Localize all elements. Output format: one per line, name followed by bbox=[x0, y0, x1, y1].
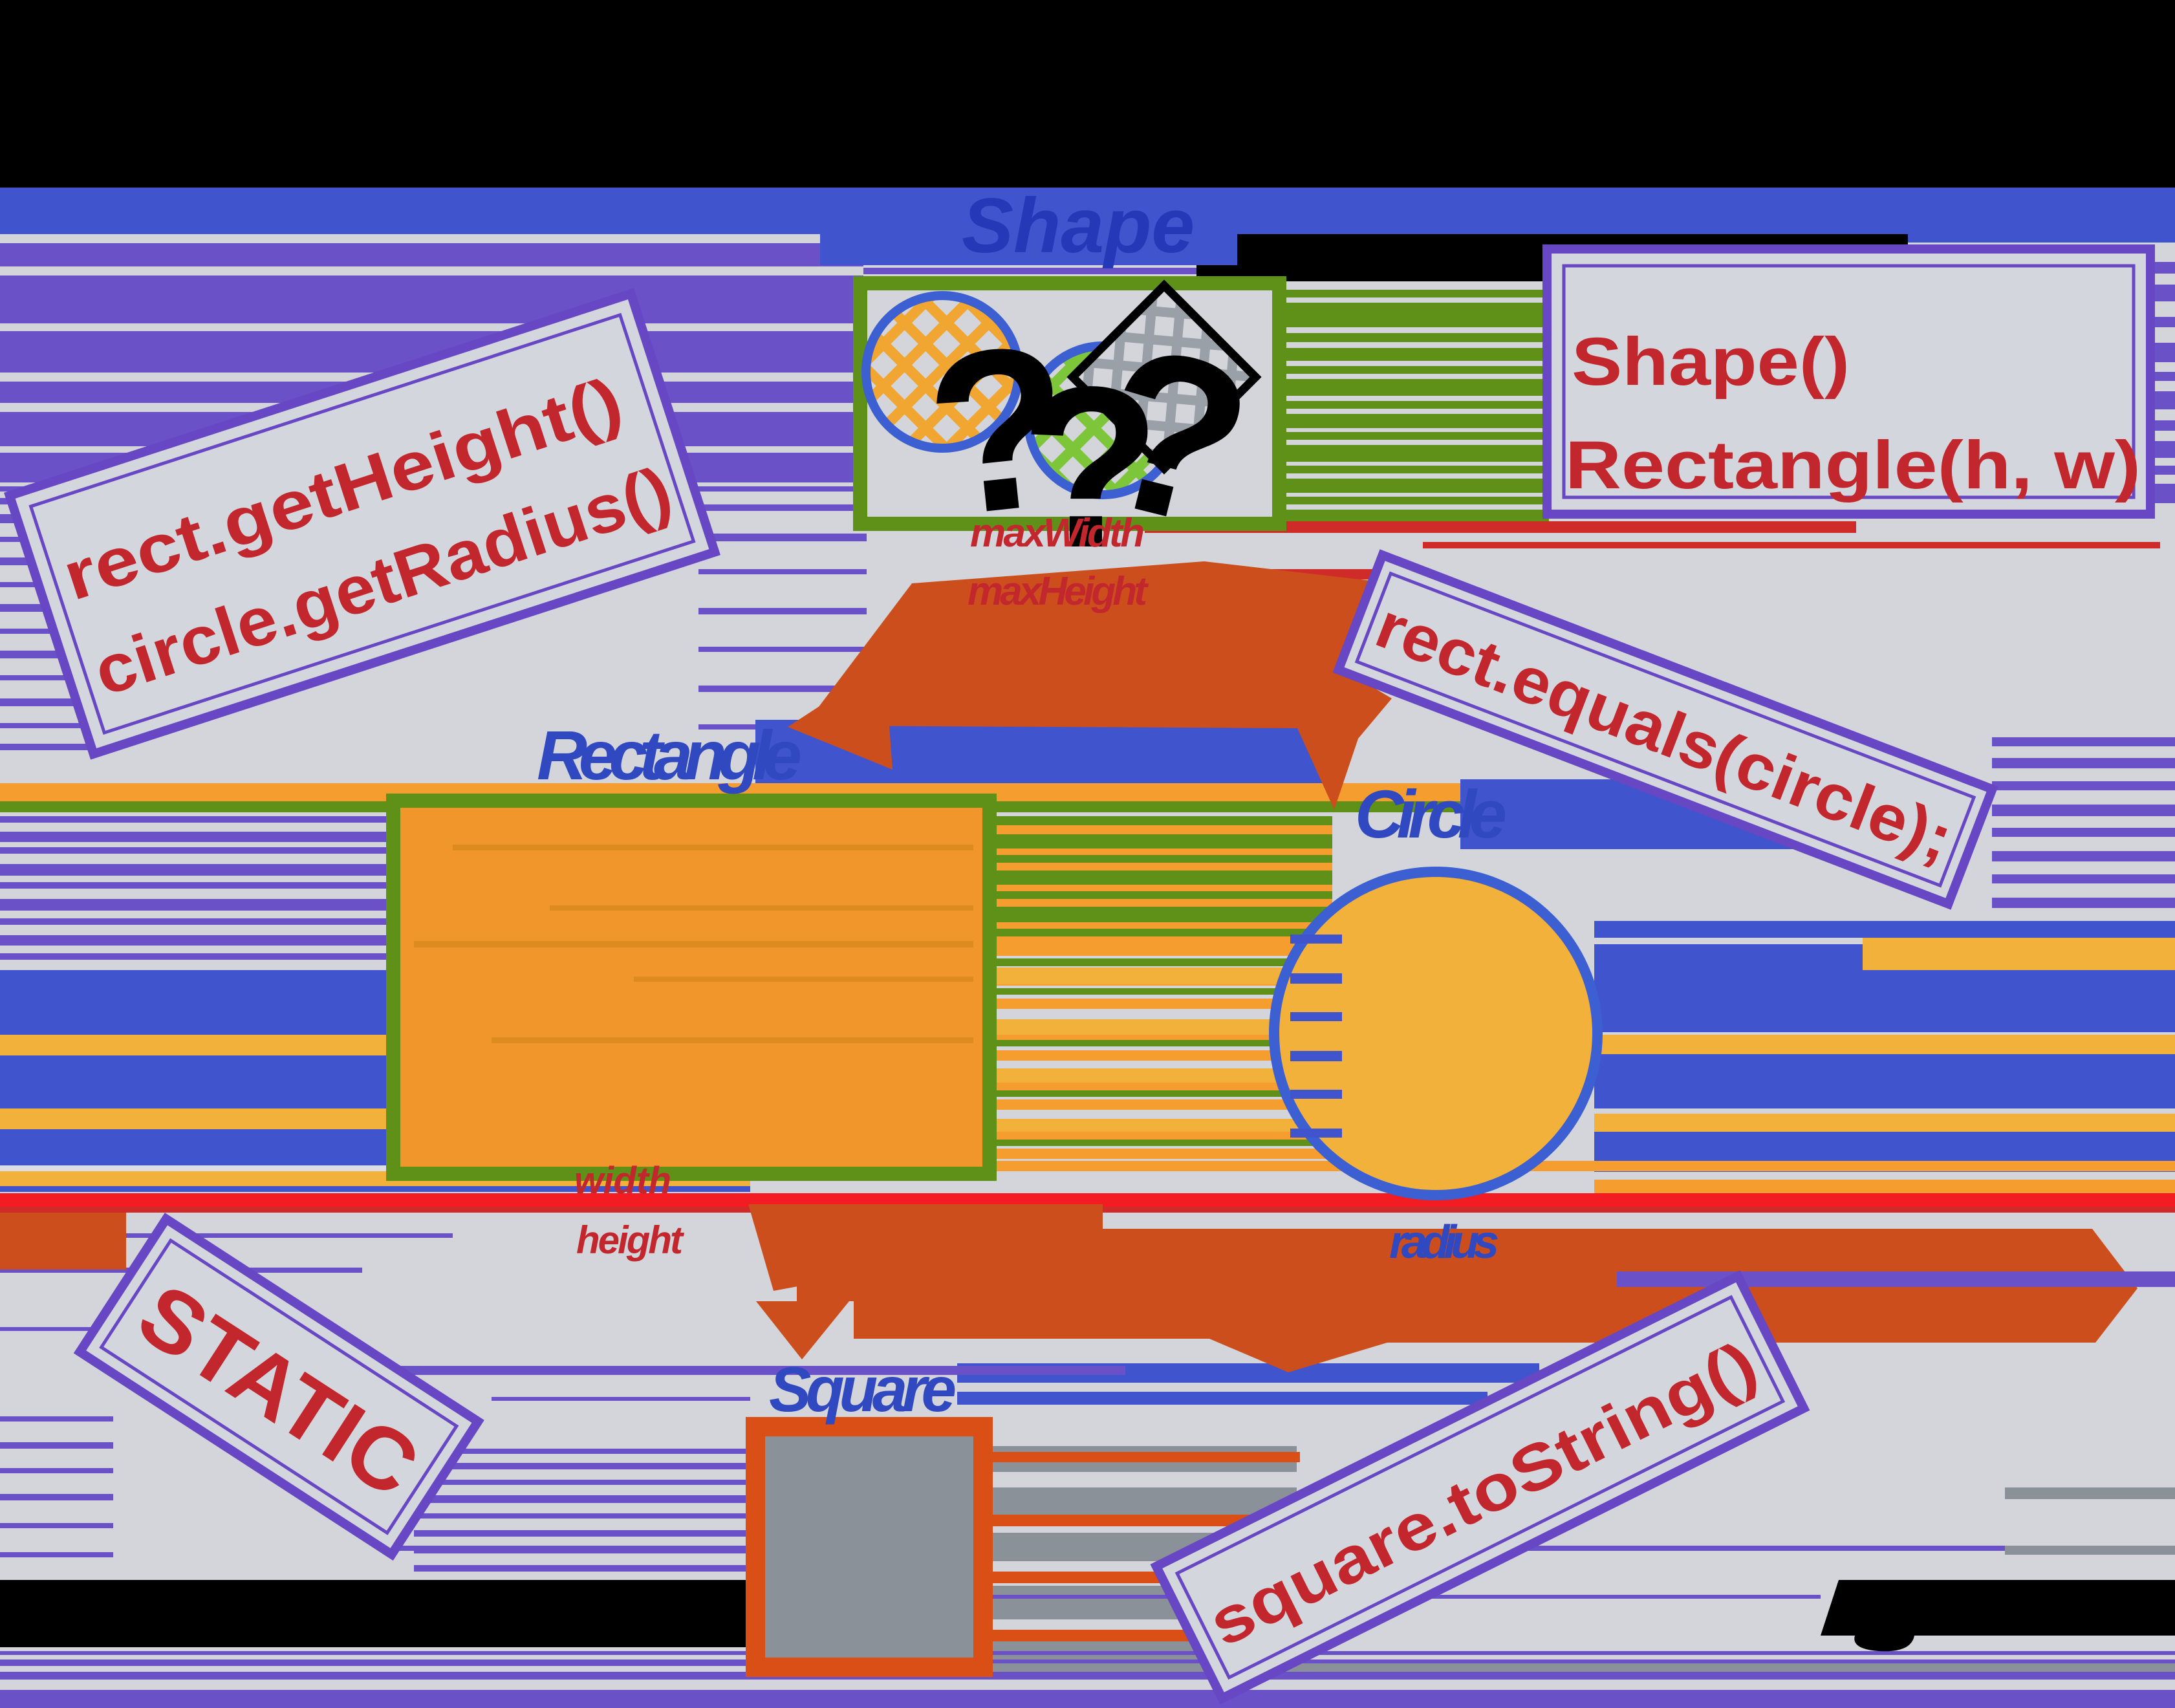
svg-text:?: ? bbox=[1021, 340, 1161, 596]
svg-text:Square: Square bbox=[769, 1354, 957, 1425]
svg-text:height: height bbox=[576, 1218, 685, 1262]
svg-text:?: ? bbox=[916, 296, 1083, 565]
svg-text:maxWidth: maxWidth bbox=[970, 511, 1145, 556]
svg-text:Shape(): Shape() bbox=[1572, 324, 1850, 400]
svg-text:Circle: Circle bbox=[1355, 777, 1507, 852]
svg-text:radius: radius bbox=[1389, 1216, 1499, 1268]
svg-text:Shape: Shape bbox=[962, 182, 1195, 269]
svg-text:width: width bbox=[574, 1160, 671, 1202]
svg-text:Rectangle(h, w): Rectangle(h, w) bbox=[1565, 427, 2141, 503]
svg-text:maxHeight: maxHeight bbox=[968, 569, 1149, 614]
svg-text:Rectangle: Rectangle bbox=[537, 716, 802, 794]
